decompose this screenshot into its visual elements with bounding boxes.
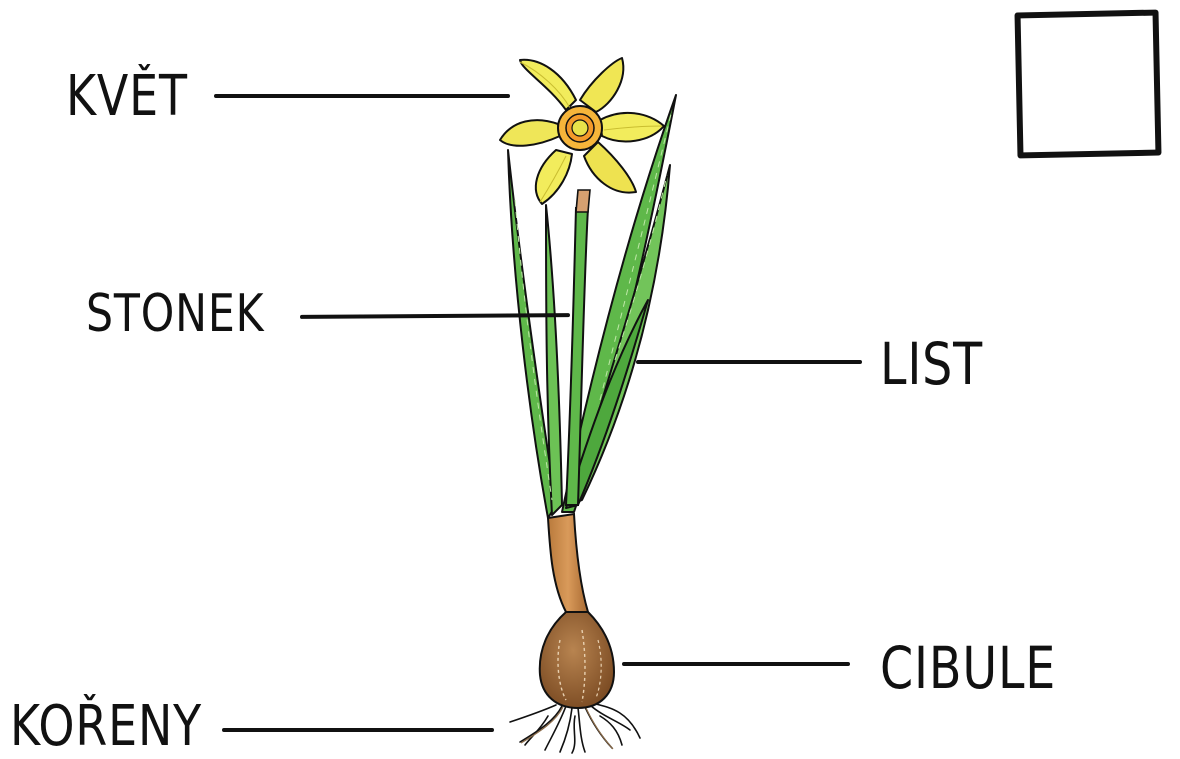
leader-flower (214, 94, 510, 98)
label-leaf: LIST (880, 330, 983, 398)
leader-leaf (636, 360, 862, 364)
leader-bulb (622, 662, 850, 666)
bulb-neck (548, 514, 588, 612)
flower-drawing (500, 58, 664, 204)
label-stem: STONEK (86, 284, 264, 344)
label-flower: KVĚT (66, 64, 188, 129)
roots-drawing (510, 704, 640, 753)
label-bulb: CIBULE (880, 634, 1056, 702)
stem-sheath (576, 190, 590, 212)
bulb-shape (540, 612, 614, 708)
answer-box[interactable] (1014, 10, 1161, 159)
label-roots: KOŘENY (10, 694, 202, 759)
leader-roots (222, 728, 494, 732)
